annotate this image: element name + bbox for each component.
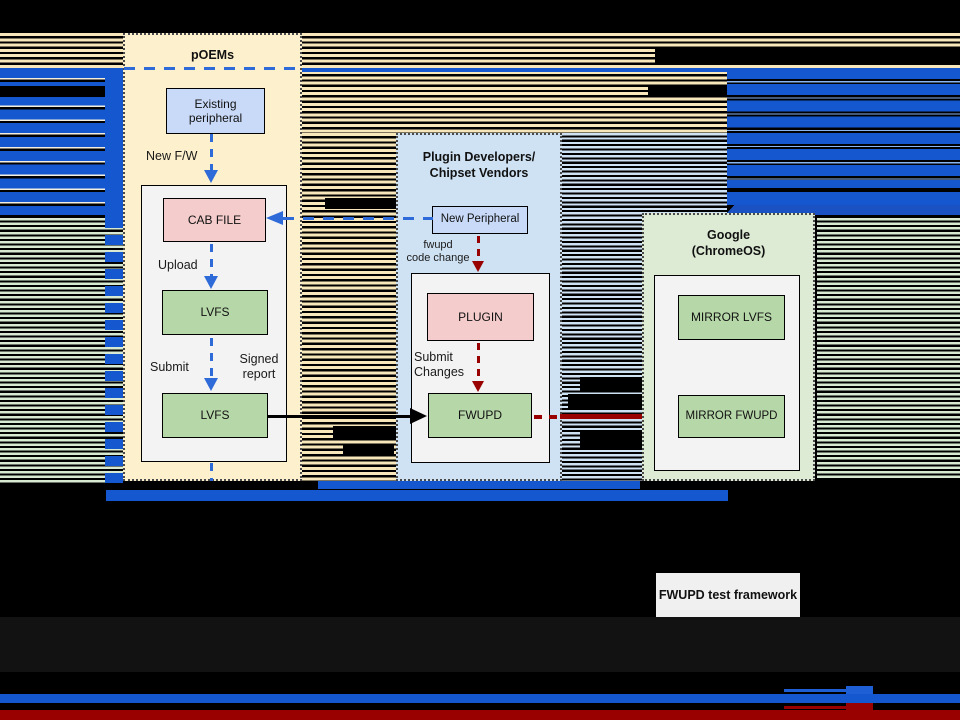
arrowhead-right-icon [410,408,427,424]
submit-changes-label: Submit Changes [414,350,465,379]
poems-panel-title: pOEMs [190,48,235,62]
arrow-line-fwupd-to-mirror [534,415,562,419]
glitch-blue-bar-under-panels-b [106,490,728,501]
arrowhead-down-icon [204,276,218,289]
plugin-box: PLUGIN [427,293,534,341]
arrowhead-down-icon [472,381,484,392]
arrow-line-submit-changes [477,343,480,381]
glitch-blue-line-top [0,68,960,72]
glitch-blue-strip-dashed [105,218,123,488]
mirror-fwupd-box: MIRROR FWUPD [678,395,785,438]
arrow-line-fwupd-to-mirror-solid [560,414,644,419]
signed-report-label: Signed report [239,352,279,381]
glitch-blue-strip-solid [105,68,123,218]
arrow-line-upload [210,244,213,276]
redaction-block [333,426,397,440]
glitch-blue-bar-a [727,180,960,188]
glitch-stripes-tan-top-left [0,33,123,68]
redaction-block [580,431,643,448]
new-fw-label: New F/W [146,149,198,163]
dashed-line-below-container [210,463,213,481]
glitch-blue-bar-under-panels-a [318,481,640,489]
arrow-line-new-peripheral-to-cab [283,217,433,220]
glitch-red-thin-line [784,706,848,709]
glitch-black-row-left [0,86,105,97]
mirror-lvfs-box: MIRROR LVFS [678,295,785,340]
fwupd-code-change-label: fwupd code change [406,239,470,265]
redaction-block [325,198,396,209]
glitch-stripes-green-left [0,218,123,485]
glitch-red-bar-bottom [0,710,960,720]
lvfs-lower-box: LVFS [162,393,268,438]
glitch-blue-bar-b [727,192,960,205]
submit-label: Submit [150,360,189,374]
redaction-block [648,85,727,96]
glitch-blue-chevron [725,205,960,215]
glitch-stripes-green-right [817,218,960,480]
redaction-block [343,444,394,455]
redaction-block [580,377,643,391]
glitch-blue-bars-right [727,68,960,180]
arrow-line-newfw [210,134,213,170]
upload-label: Upload [158,258,198,272]
glitch-graphite-band [0,617,960,672]
fwupd-box: FWUPD [428,393,532,438]
existing-peripheral-box: Existing peripheral [166,88,265,134]
google-panel-title: Google (ChromeOS) [691,228,766,259]
glitch-stripes-blue-upper [642,133,727,213]
glitch-blue-bar-bottom [0,694,960,703]
glitch-stripes-blue-column [562,133,642,481]
lvfs-upper-box: LVFS [162,290,268,335]
cab-file-box: CAB FILE [163,198,266,242]
arrowhead-left-icon [266,211,283,225]
fwupd-test-framework-box: FWUPD test framework [656,573,800,617]
new-peripheral-box: New Peripheral [432,206,528,234]
redaction-block [655,48,960,63]
redaction-block [568,394,643,408]
poems-boundary-dashed-line [124,67,301,70]
arrowhead-down-icon [204,170,218,183]
arrowhead-down-icon [472,261,484,272]
arrowhead-down-icon [204,378,218,391]
glitch-stripes-tan-column [302,133,396,481]
plugin-devs-panel-title: Plugin Developers/ Chipset Vendors [422,150,536,181]
arrow-line-submit [210,338,213,378]
glitch-stripes-tan-mid [302,71,727,133]
glitch-blue-thin-line [784,689,848,692]
arrow-line-lvfs-to-fwupd [268,415,414,418]
arrow-line-fwupd-code-change [477,236,480,262]
